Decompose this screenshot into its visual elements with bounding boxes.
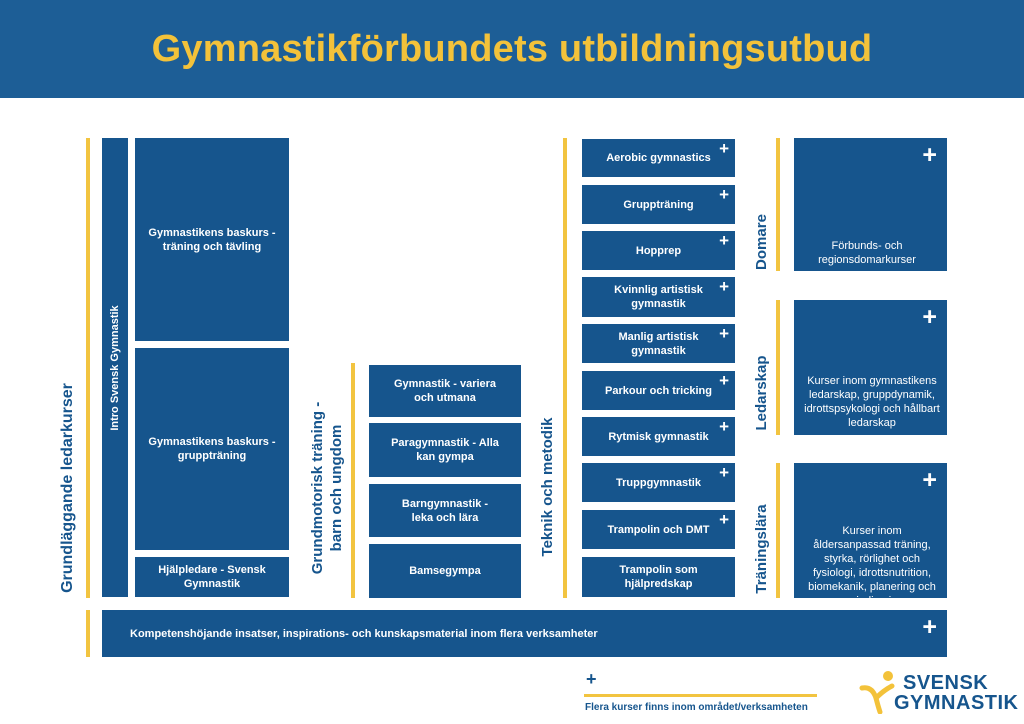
course-box-kvinnlig-artistisk[interactable]: Kvinnlig artistisk gymnastik + <box>582 277 735 317</box>
section-divider-domare <box>776 138 780 271</box>
course-box-baskurs-gruppträning[interactable]: Gymnastikens baskurs - gruppträning <box>135 348 289 550</box>
course-box-barngymnastik[interactable]: Barngymnastik - leka och lära <box>369 484 521 537</box>
plus-icon: + <box>719 324 729 343</box>
plus-icon: + <box>719 231 729 250</box>
course-box-aerobic[interactable]: Aerobic gymnastics + <box>582 139 735 177</box>
plus-icon: + <box>719 510 729 529</box>
course-label: Gymnastikens baskurs - träning och tävli… <box>148 226 276 253</box>
heading-line-2: barn och ungdom <box>328 424 345 552</box>
plus-icon: + <box>719 185 729 204</box>
intro-course-box[interactable]: Intro Svensk Gymnastik <box>102 138 128 597</box>
course-box-manlig-artistisk[interactable]: Manlig artistisk gymnastik + <box>582 324 735 363</box>
plus-icon: + <box>719 417 729 436</box>
bottom-bar-label: Kompetenshöjande insatser, inspirations-… <box>130 627 598 640</box>
course-box-truppgymnastik[interactable]: Truppgymnastik + <box>582 463 735 502</box>
section-divider-teknik <box>563 138 567 598</box>
legend-line <box>584 694 817 697</box>
plus-icon: + <box>719 371 729 390</box>
course-box-bamsegympa[interactable]: Bamsegympa <box>369 544 521 598</box>
legend-text: Flera kurser finns inom området/verksamh… <box>585 702 808 713</box>
section-heading-grundlaggande: Grundläggande ledarkurser <box>59 383 76 593</box>
course-label: Aerobic gymnastics <box>606 152 711 164</box>
course-label: Gymnastik - variera och utmana <box>393 378 497 404</box>
plus-icon: + <box>922 303 937 331</box>
course-label: Trampolin som hjälpredskap <box>619 564 698 590</box>
course-label: Paragymnastik - Alla kan gympa <box>391 437 499 463</box>
course-label: Rytmisk gymnastik <box>608 430 709 443</box>
heading-line-1: Grundmotorisk träning - <box>309 401 326 575</box>
section-heading-domare: Domare <box>753 214 770 270</box>
gymnast-figure-icon <box>859 671 895 714</box>
course-label: Barngymnastik - leka och lära <box>401 497 489 524</box>
section-divider-ledarskap <box>776 300 780 435</box>
ledarskap-description: Kurser inom gymnastikens ledarskap, grup… <box>804 375 940 429</box>
domare-description: Förbunds- och regionsdomarkurser <box>818 240 916 266</box>
plus-icon: + <box>719 139 729 158</box>
page-title: Gymnastikförbundets utbildningsutbud <box>151 27 873 70</box>
section-divider-grundlaggande <box>86 138 90 598</box>
section-heading-ledarskap: Ledarskap <box>753 355 770 431</box>
course-box-rytmisk[interactable]: Rytmisk gymnastik + <box>582 417 735 456</box>
course-label: Bamsegympa <box>409 565 481 577</box>
section-heading-traningslara: Träningslära <box>753 504 770 594</box>
plus-icon: + <box>922 613 937 641</box>
logo-line-1: SVENSK <box>903 672 989 694</box>
traningslara-description: Kurser inom åldersanpassad träning, styr… <box>808 525 936 607</box>
course-label: Hjälpledare - Svensk Gymnastik <box>158 564 266 590</box>
section-divider-grundmotorisk <box>351 363 355 598</box>
section-divider-traningslara <box>776 463 780 598</box>
course-box-domare[interactable]: + Förbunds- och regionsdomarkurser <box>794 138 947 271</box>
legend-plus-icon: + <box>586 669 597 689</box>
course-label: Gymnastikens baskurs - gruppträning <box>148 436 276 462</box>
plus-icon: + <box>719 463 729 482</box>
course-label: Hopprep <box>635 244 682 257</box>
plus-icon: + <box>719 277 729 296</box>
course-box-ledarskap[interactable]: + Kurser inom gymnastikens ledarskap, gr… <box>794 300 947 435</box>
course-box-trampolin-dmt[interactable]: Trampolin och DMT + <box>582 510 735 549</box>
course-label: Gruppträning <box>623 198 694 211</box>
section-heading-teknik: Teknik och metodik <box>539 417 556 557</box>
plus-icon: + <box>922 466 937 494</box>
bottom-divider <box>86 610 90 657</box>
course-box-hopprep[interactable]: Hopprep + <box>582 231 735 270</box>
course-box-parkour[interactable]: Parkour och tricking + <box>582 371 735 410</box>
header-banner: Gymnastikförbundets utbildningsutbud <box>0 0 1024 98</box>
course-label: Parkour och tricking <box>605 384 712 397</box>
course-box-baskurs-traning[interactable]: Gymnastikens baskurs - träning och tävli… <box>135 138 289 341</box>
intro-course-label: Intro Svensk Gymnastik <box>109 305 121 431</box>
course-label: Kvinnlig artistisk gymnastik <box>614 284 703 310</box>
logo-line-2: GYMNASTIK <box>894 692 1019 714</box>
course-box-trampolin-hjalpredskap[interactable]: Trampolin som hjälpredskap <box>582 557 735 597</box>
course-label: Truppgymnastik <box>616 476 701 489</box>
course-label: Manlig artistisk gymnastik <box>618 330 699 357</box>
plus-icon: + <box>922 141 937 169</box>
course-box-traningslara[interactable]: + Kurser inom åldersanpassad träning, st… <box>794 463 947 607</box>
course-label: Trampolin och DMT <box>607 523 710 536</box>
course-box-gruppträning[interactable]: Gruppträning + <box>582 185 735 224</box>
bottom-bar-kompetens[interactable]: Kompetenshöjande insatser, inspirations-… <box>102 610 947 657</box>
course-box-paragymnastik[interactable]: Paragymnastik - Alla kan gympa <box>369 423 521 477</box>
course-box-gymnastik-variera[interactable]: Gymnastik - variera och utmana <box>369 365 521 417</box>
section-heading-grundmotorisk: Grundmotorisk träning - barn och ungdom <box>308 373 348 603</box>
course-box-hjalpledare[interactable]: Hjälpledare - Svensk Gymnastik <box>135 557 289 597</box>
